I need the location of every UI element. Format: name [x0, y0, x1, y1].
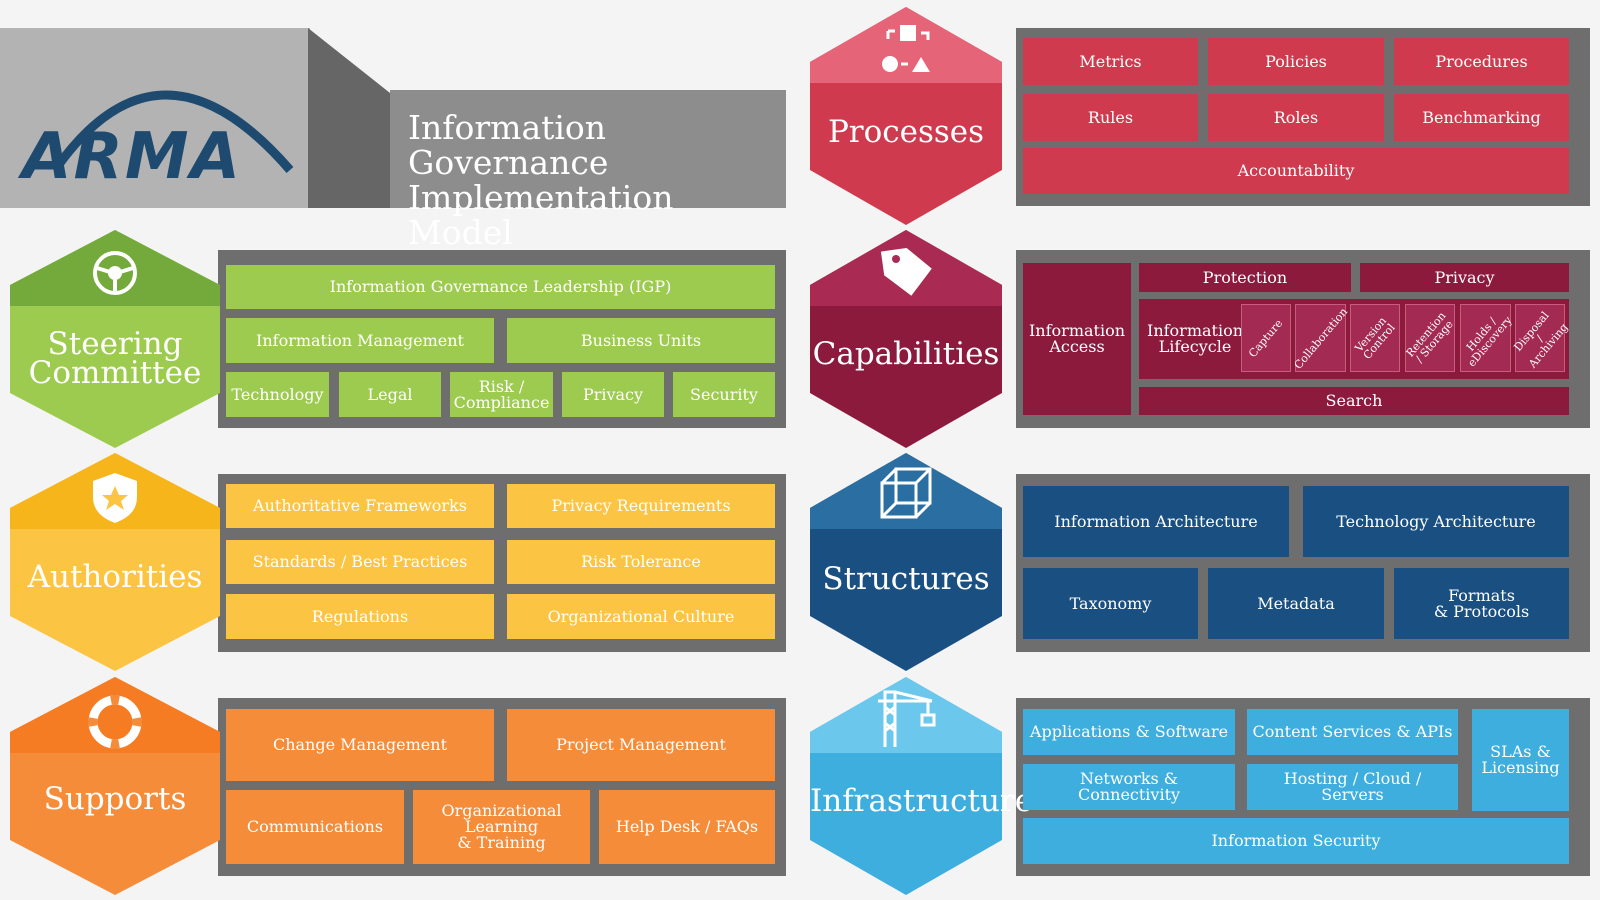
lifecycle-collaboration: Collaboration	[1291, 304, 1350, 372]
cell-information-access: Information Access	[1023, 263, 1131, 415]
lifebuoy-icon	[88, 695, 142, 749]
cell-networks-connectivity: Networks & Connectivity	[1023, 764, 1235, 810]
infrastructure-hexagon	[810, 677, 1002, 895]
cell-search: Search	[1139, 387, 1569, 415]
supports-title: Supports	[43, 781, 187, 817]
steering-hexagon	[10, 230, 220, 448]
crane-icon	[878, 690, 936, 747]
structures-title: Structures	[822, 561, 990, 597]
cell-technology: Technology	[226, 372, 329, 417]
arma-arc-icon	[51, 90, 294, 173]
header-fold-shape	[308, 28, 390, 208]
cell-regulations: Regulations	[226, 594, 494, 639]
lifecycle-retention-storage: Retention / Storage	[1403, 304, 1456, 372]
infrastructure-title: Infrastructure	[810, 783, 1034, 819]
cell-risk-compliance: Risk / Compliance	[450, 372, 553, 417]
cell-benchmarking: Benchmarking	[1394, 94, 1569, 141]
cell-metadata: Metadata	[1208, 568, 1384, 639]
authorities-title: Authorities	[27, 559, 203, 595]
cell-ig-leadership: Information Governance Leadership (IGP)	[226, 265, 775, 309]
cell-accountability: Accountability	[1023, 148, 1569, 194]
cell-organizational-culture: Organizational Culture	[507, 594, 775, 639]
arma-logo: ARMA	[22, 120, 243, 194]
cell-taxonomy: Taxonomy	[1023, 568, 1198, 639]
cell-formats-protocols: Formats & Protocols	[1394, 568, 1569, 639]
lifecycle-holds-ediscovery: Holds / eDiscovery	[1460, 304, 1514, 372]
cell-risk-tolerance: Risk Tolerance	[507, 540, 775, 584]
structures-hexagon	[810, 453, 1002, 671]
processes-hexagon	[810, 7, 1002, 225]
cell-privacy-requirements: Privacy Requirements	[507, 484, 775, 528]
cube-icon	[880, 467, 932, 519]
cell-slas-licensing: SLAs & Licensing	[1472, 709, 1569, 811]
cell-information-management: Information Management	[226, 318, 494, 363]
process-shapes-icon	[882, 25, 930, 72]
header-logo-panel	[0, 28, 310, 208]
steering-wheel-icon	[93, 251, 137, 295]
cell-legal: Legal	[339, 372, 441, 417]
cell-applications-software: Applications & Software	[1023, 709, 1235, 755]
supports-hexagon	[10, 677, 220, 895]
cell-change-management: Change Management	[226, 709, 494, 781]
cell-hosting-cloud-servers: Hosting / Cloud / Servers	[1247, 764, 1458, 810]
cell-technology-architecture: Technology Architecture	[1303, 486, 1569, 557]
tag-icon	[880, 247, 932, 296]
capabilities-hexagon	[810, 230, 1002, 448]
page-title: Information Governance Implementation Mo…	[408, 108, 674, 252]
capabilities-title: Capabilities	[812, 336, 1000, 372]
cell-rules: Rules	[1023, 94, 1198, 141]
cell-metrics: Metrics	[1023, 38, 1198, 85]
cell-policies: Policies	[1208, 38, 1384, 85]
cell-cap-privacy: Privacy	[1360, 263, 1569, 292]
lifecycle-version-control: Version Control	[1350, 304, 1400, 372]
cell-standards-best-practices: Standards / Best Practices	[226, 540, 494, 584]
cell-security: Security	[673, 372, 775, 417]
cell-protection: Protection	[1139, 263, 1351, 292]
header-title-panel	[390, 90, 786, 208]
lifecycle-capture: Capture	[1241, 304, 1291, 372]
steering-title: Steering Committee	[28, 326, 202, 392]
cell-content-services-apis: Content Services & APIs	[1247, 709, 1458, 755]
cell-help-desk-faqs: Help Desk / FAQs	[599, 790, 775, 864]
cell-organizational-learning: Organizational Learning & Training	[413, 790, 590, 864]
cell-roles: Roles	[1208, 94, 1384, 141]
cell-business-units: Business Units	[507, 318, 775, 363]
processes-title: Processes	[827, 114, 985, 150]
authorities-hexagon	[10, 453, 220, 671]
cell-privacy: Privacy	[562, 372, 664, 417]
cell-communications: Communications	[226, 790, 404, 864]
cell-procedures: Procedures	[1394, 38, 1569, 85]
cell-authoritative-frameworks: Authoritative Frameworks	[226, 484, 494, 528]
cell-project-management: Project Management	[507, 709, 775, 781]
cell-information-security: Information Security	[1023, 818, 1569, 864]
shield-star-icon	[93, 473, 137, 523]
cell-information-architecture: Information Architecture	[1023, 486, 1289, 557]
lifecycle-disposal-archiving: Disposal / Archiving	[1511, 304, 1571, 372]
